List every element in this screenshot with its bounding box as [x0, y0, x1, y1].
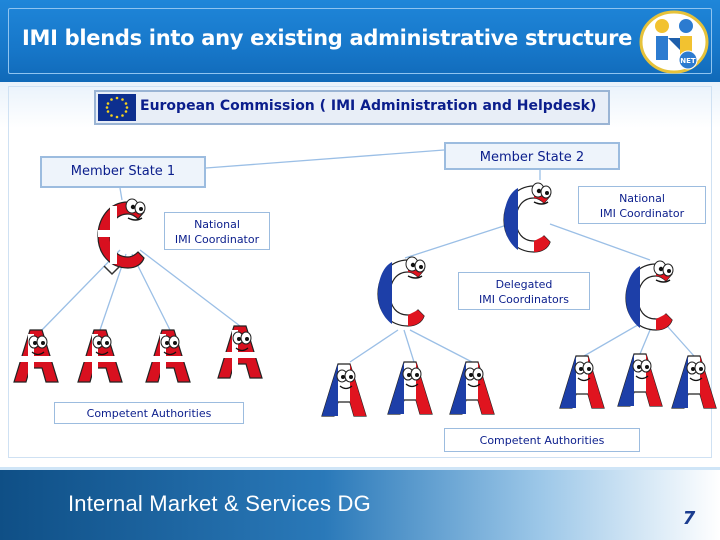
delegated-coordinators-label: Delegated IMI Coordinators — [458, 272, 590, 310]
header-bar: IMI blends into any existing administrat… — [0, 0, 720, 82]
imi-net-logo: NET — [639, 10, 709, 74]
national-coordinator-2-line-1: National — [619, 192, 665, 205]
competent-authorities-2-label: Competent Authorities — [444, 428, 640, 452]
danish-national-coordinator-icon — [97, 198, 146, 275]
danish-authority-icon-4 — [217, 325, 263, 379]
competent-authorities-1-label: Competent Authorities — [54, 402, 244, 424]
french-authority-icon-5 — [617, 353, 663, 407]
national-coordinator-2-line-2: IMI Coordinator — [599, 207, 685, 220]
content-frame — [8, 86, 712, 458]
european-commission-box: European Commission ( IMI Administration… — [94, 90, 610, 125]
footer-title: Internal Market & Services DG — [68, 491, 371, 516]
member-state-1-box: Member State 1 — [40, 156, 206, 188]
delegated-coordinator-icon-2 — [625, 260, 674, 331]
national-coordinator-1-line-2: IMI Coordinator — [174, 233, 260, 246]
european-commission-label: European Commission ( IMI Administration… — [140, 98, 597, 114]
national-coordinator-2-label: National IMI Coordinator — [578, 186, 706, 224]
danish-authority-icon-1 — [13, 329, 59, 383]
delegated-coordinators-line-2: IMI Coordinators — [479, 293, 569, 306]
header-frame — [8, 8, 712, 74]
national-coordinator-1-line-1: National — [194, 218, 240, 231]
delegated-coordinator-icon-1 — [377, 256, 426, 327]
french-authority-icon-1 — [321, 363, 367, 417]
delegated-coordinators-line-1: Delegated — [495, 278, 553, 291]
french-authority-icon-6 — [671, 355, 717, 409]
page-title: IMI blends into any existing administrat… — [22, 26, 633, 50]
footer-bar: Internal Market & Services DG — [0, 467, 720, 540]
member-state-2-label: Member State 2 — [479, 150, 585, 165]
national-coordinator-1-label: National IMI Coordinator — [164, 212, 270, 250]
member-state-1-label: Member State 1 — [70, 164, 176, 179]
french-authority-icon-2 — [387, 361, 433, 415]
french-authority-icon-3 — [449, 361, 495, 415]
page-number: 7 — [682, 508, 696, 529]
french-national-coordinator-icon — [503, 182, 552, 253]
member-state-2-box: Member State 2 — [444, 142, 620, 170]
footer-strip — [0, 467, 720, 470]
danish-authority-icon-2 — [77, 329, 123, 383]
danish-authority-icon-3 — [145, 329, 191, 383]
logo-text: NET — [680, 57, 696, 65]
eu-flag-icon — [98, 94, 136, 121]
french-authority-icon-4 — [559, 355, 605, 409]
